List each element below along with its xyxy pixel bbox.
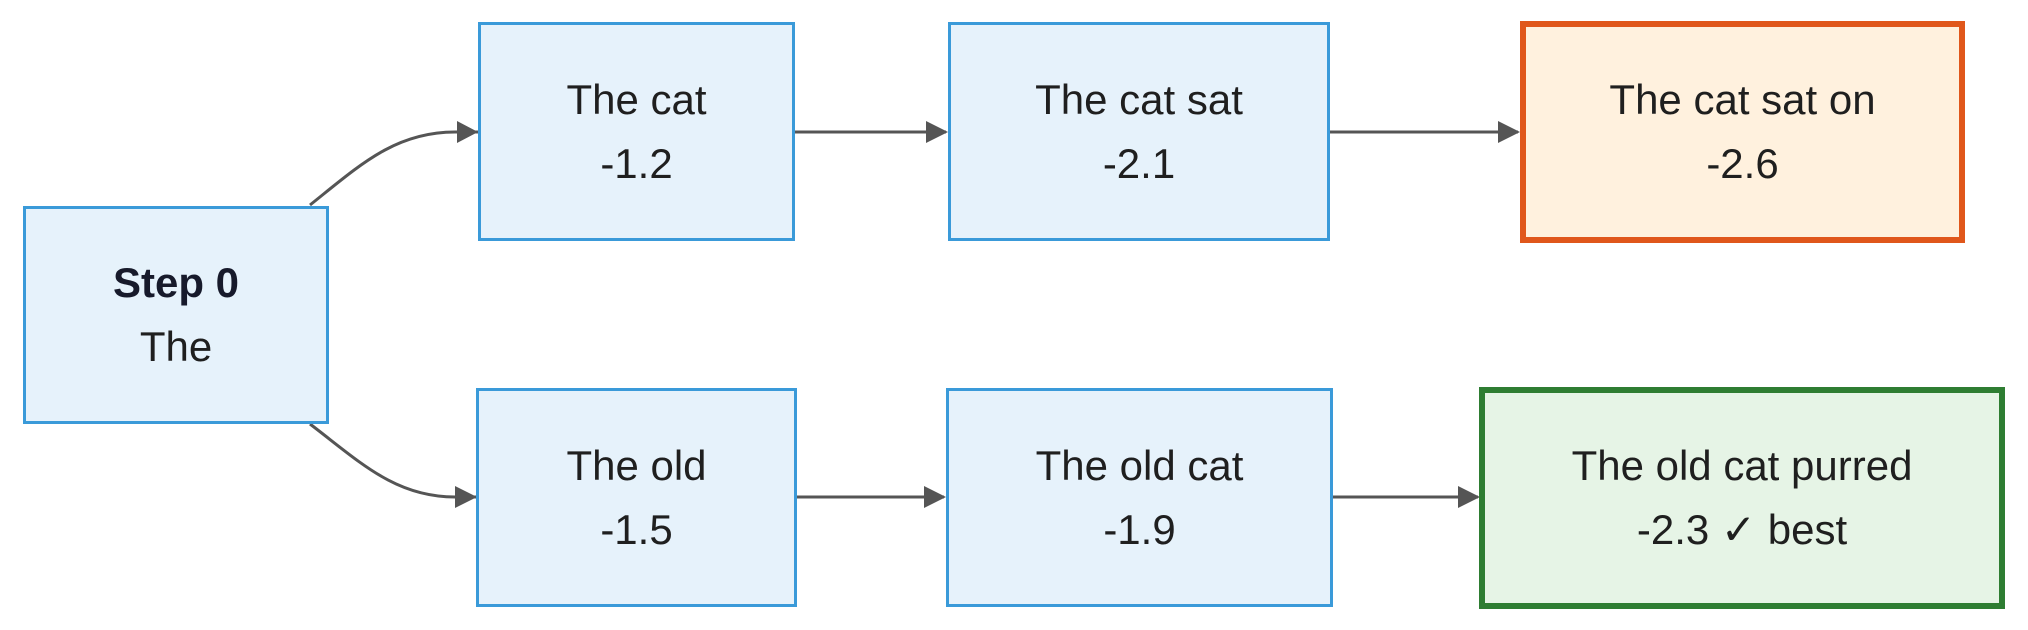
- node-the-cat-sat-text: The cat sat: [1035, 75, 1243, 123]
- node-the-cat-sat-score: -2.1: [1102, 139, 1176, 187]
- node-the-cat-sat-on-text: The cat sat on: [1609, 76, 1876, 123]
- node-the-old-cat: The old cat -1.9: [946, 388, 1333, 607]
- arrow-top1-to-top2: [926, 121, 948, 143]
- arrow-root-to-top1: [457, 121, 478, 143]
- node-step-0-text: The: [139, 323, 213, 370]
- node-the-old: The old -1.5: [476, 388, 797, 607]
- node-the-old-cat-text: The old cat: [1035, 441, 1244, 489]
- arrow-root-to-bot1: [455, 486, 477, 508]
- node-the-cat: The cat -1.2: [478, 22, 795, 241]
- node-the-cat-sat: The cat sat -2.1: [948, 22, 1330, 241]
- arrow-bot1-to-bot2: [924, 486, 946, 508]
- node-the-cat-score: -1.2: [600, 139, 673, 187]
- node-the-cat-sat-on: The cat sat on -2.6: [1520, 21, 1965, 243]
- node-the-old-cat-purred: The old cat purred -2.3 ✓ best: [1479, 387, 2005, 609]
- node-the-old-score: -1.5: [600, 505, 673, 553]
- node-the-old-text: The old: [566, 441, 707, 489]
- node-the-old-cat-purred-score: -2.3 ✓ best: [1636, 506, 1848, 553]
- node-the-cat-text: The cat: [566, 75, 707, 123]
- node-the-old-cat-score: -1.9: [1103, 505, 1176, 553]
- edge-root-to-bot1: [309, 422, 476, 499]
- node-step-0: Step 0 The: [23, 206, 329, 424]
- node-the-old-cat-purred-text: The old cat purred: [1571, 442, 1913, 489]
- edge-root-to-top1: [309, 130, 478, 207]
- node-the-cat-sat-on-score: -2.6: [1706, 140, 1779, 187]
- arrow-bot2-to-bot3: [1458, 486, 1480, 508]
- node-step-0-title: Step 0: [112, 259, 240, 306]
- arrow-top2-to-top3: [1498, 121, 1520, 143]
